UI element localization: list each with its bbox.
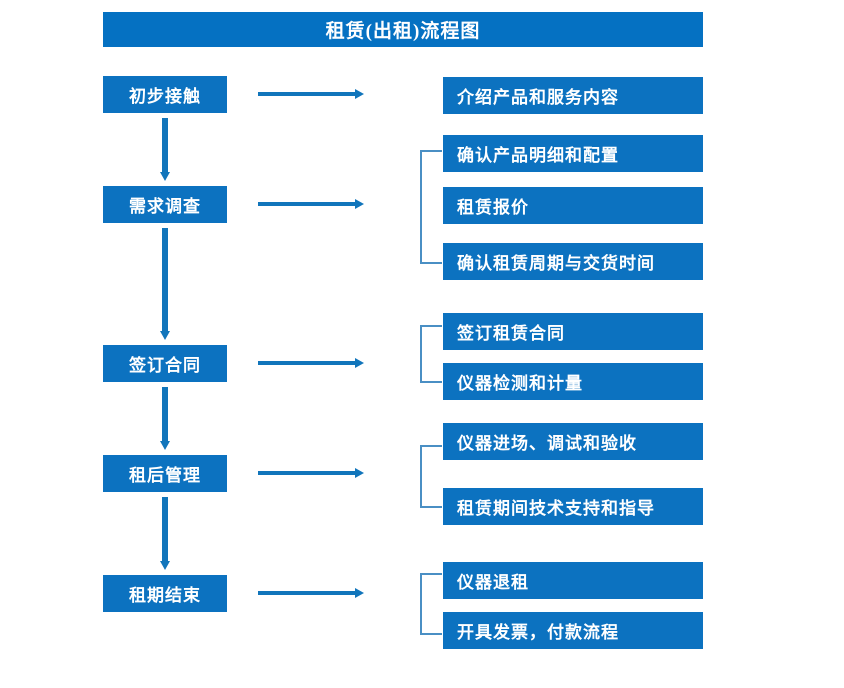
- down-arrow-4: [160, 497, 170, 570]
- detail-box-technical-support[interactable]: 租赁期间技术支持和指导: [443, 488, 703, 525]
- group-bracket-sign-contract: [420, 325, 442, 383]
- stage-box-rental-end[interactable]: 租期结束: [103, 575, 227, 612]
- right-arrow-2: [258, 199, 364, 209]
- detail-box-introduce-products[interactable]: 介绍产品和服务内容: [443, 77, 703, 114]
- detail-box-sign-rental-contract[interactable]: 签订租赁合同: [443, 313, 703, 350]
- detail-box-confirm-rental-period[interactable]: 确认租赁周期与交货时间: [443, 243, 703, 280]
- right-arrow-4: [258, 468, 364, 478]
- right-arrow-1: [258, 89, 364, 99]
- down-arrow-1: [160, 118, 170, 181]
- right-arrow-3: [258, 358, 364, 368]
- right-arrow-5: [258, 588, 364, 598]
- group-bracket-post-rental-management: [420, 445, 442, 508]
- page-title: 租赁(出租)流程图: [103, 12, 703, 47]
- down-arrow-2: [160, 228, 170, 340]
- group-bracket-requirement-survey: [420, 150, 442, 264]
- detail-box-instrument-delivery[interactable]: 仪器进场、调试和验收: [443, 423, 703, 460]
- down-arrow-3: [160, 387, 170, 450]
- detail-box-invoice-payment[interactable]: 开具发票，付款流程: [443, 612, 703, 649]
- group-bracket-rental-end: [420, 573, 442, 635]
- stage-box-initial-contact[interactable]: 初步接触: [103, 76, 227, 113]
- stage-box-sign-contract[interactable]: 签订合同: [103, 345, 227, 382]
- detail-box-confirm-product-details[interactable]: 确认产品明细和配置: [443, 135, 703, 172]
- stage-box-post-rental-management[interactable]: 租后管理: [103, 455, 227, 492]
- stage-box-requirement-survey[interactable]: 需求调查: [103, 186, 227, 223]
- detail-box-rental-quotation[interactable]: 租赁报价: [443, 187, 703, 224]
- detail-box-instrument-inspection[interactable]: 仪器检测和计量: [443, 363, 703, 400]
- detail-box-instrument-return[interactable]: 仪器退租: [443, 562, 703, 599]
